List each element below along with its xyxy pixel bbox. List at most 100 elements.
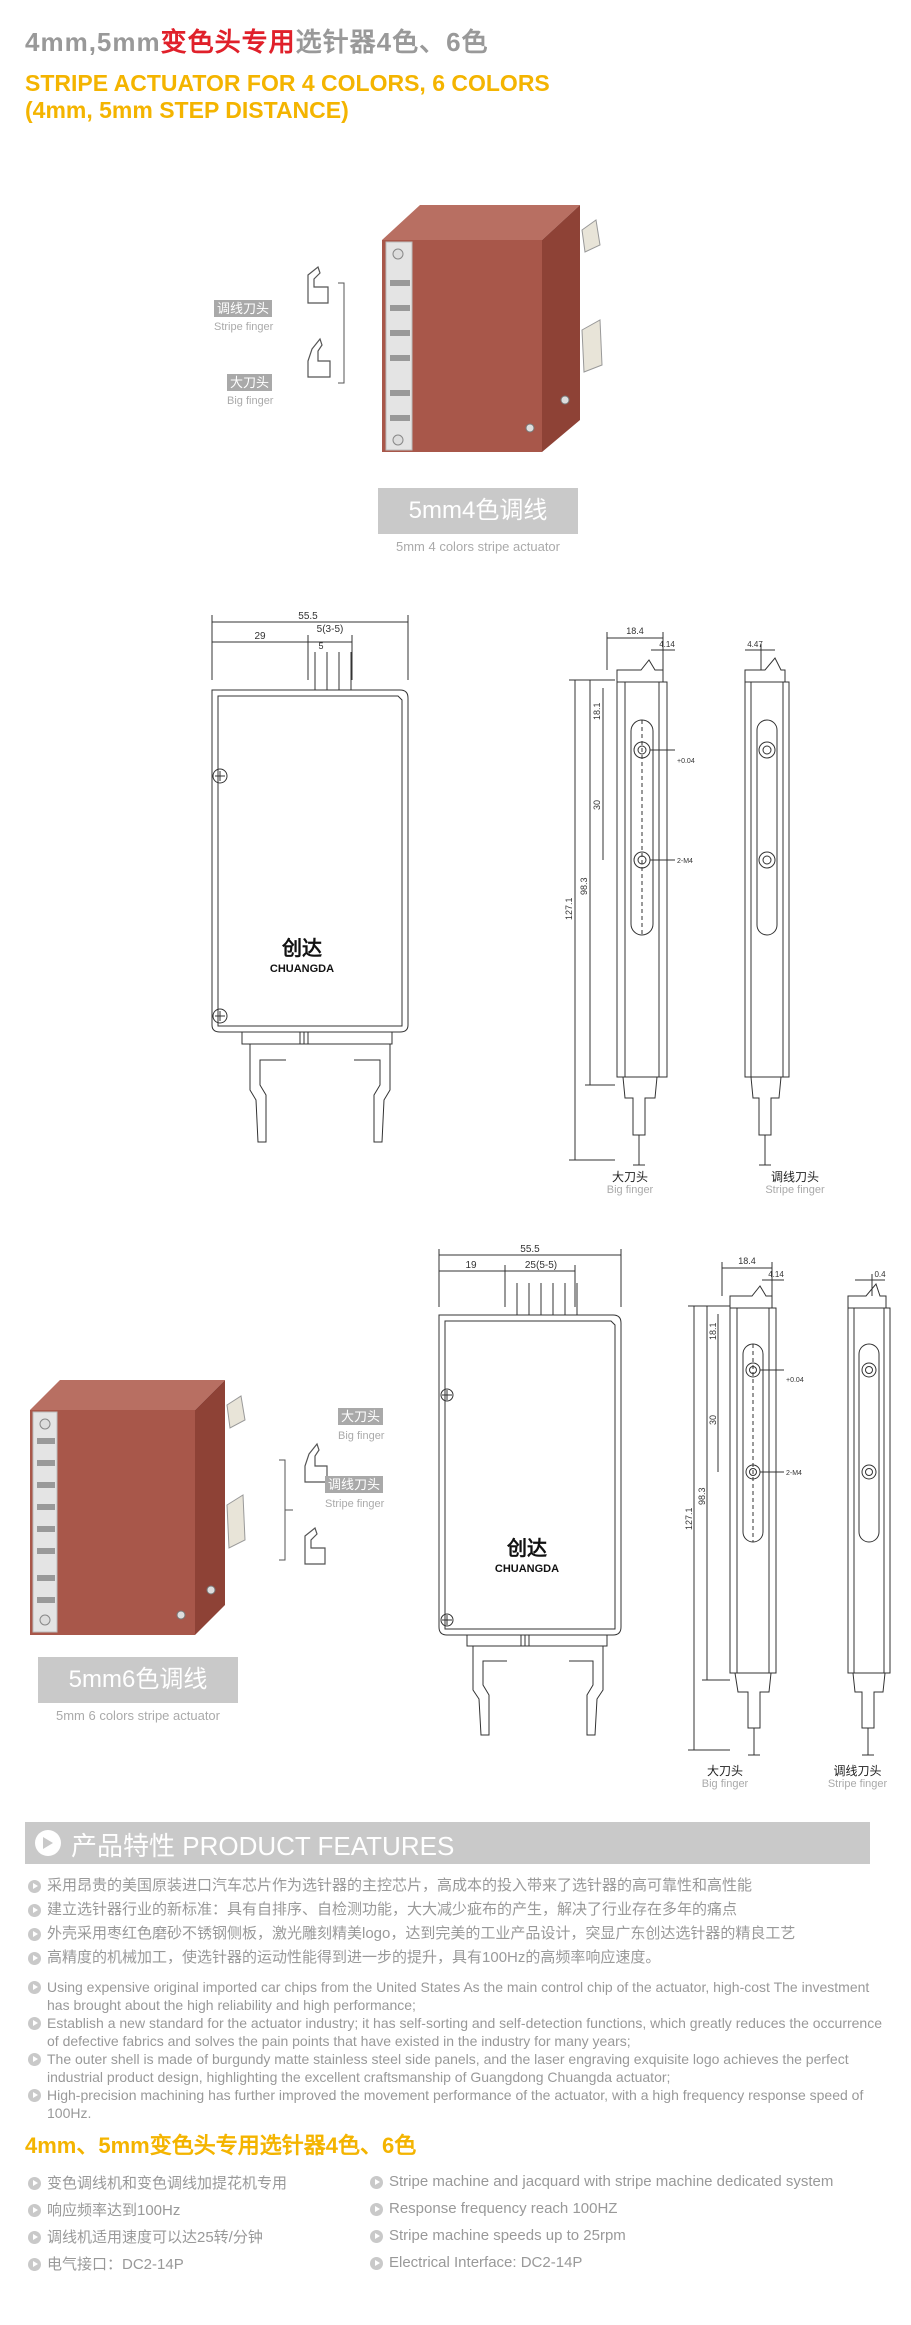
bullet-arrow-icon <box>28 2089 41 2102</box>
features-en-list: Using expensive original imported car ch… <box>25 1978 890 2122</box>
d2-side-right: 0.4 <box>874 1270 886 1279</box>
bullet-arrow-icon <box>370 2203 383 2216</box>
d1-logo-en: CHUANGDA <box>270 963 334 975</box>
drawing1-front: 55.5 29 5(3-5) 5 创达 CHUANGDA <box>211 611 409 1143</box>
feature-cn-item: 外壳采用枣红色磨砂不锈钢侧板，激光雕刻精美logo，达到完美的工业产品设计，突显… <box>25 1922 895 1946</box>
d1-side-c: 98.3 <box>579 877 589 895</box>
d1-side-tol2: 2-M4 <box>677 858 693 865</box>
title-suffix: 选针器4色、6色 <box>295 27 489 57</box>
d2-side-b: 30 <box>708 1415 718 1425</box>
spec-en-item: Electrical Interface: DC2-14P <box>367 2251 887 2274</box>
product1-caption-en: 5mm 4 colors stripe actuator <box>395 539 560 554</box>
d1-big-finger-cn: 大刀头 <box>611 1170 648 1184</box>
spec-cn-item: 响应频率达到100Hz <box>25 2197 365 2224</box>
d2-logo-cn: 创达 <box>506 1536 547 1560</box>
bullet-arrow-icon <box>28 1928 41 1941</box>
label-stripe-cn-1: 调线刀头 <box>214 300 273 317</box>
finger-icons-2 <box>279 1442 328 1565</box>
drawing1-side: 18.4 4.14 4.47 18.1 30 98.3 127.1 +0.04 … <box>564 626 790 1166</box>
label-big-en-2: Big finger <box>338 1430 385 1442</box>
d1-side-b: 30 <box>592 800 602 810</box>
label-stripe-cn-2: 调线刀头 <box>325 1476 384 1493</box>
product2-caption-en: 5mm 6 colors stripe actuator <box>55 1708 220 1723</box>
d2-logo-en: CHUANGDA <box>495 1563 559 1575</box>
d1-dim-pitch: 5(3-5) <box>317 624 344 635</box>
bullet-arrow-icon <box>28 1952 41 1965</box>
features-heading-bar: 产品特性 PRODUCT FEATURES <box>25 1822 870 1864</box>
drawing2-front: 55.5 19 25(5-5) 创达 CHUANGDA <box>438 1244 622 1736</box>
bullet-arrow-icon <box>28 2204 41 2217</box>
bullet-arrow-icon <box>370 2176 383 2189</box>
page-title: 4mm,5mm变色头专用选针器4色、6色 <box>25 22 489 59</box>
d1-side-right: 4.47 <box>747 640 763 649</box>
spec-en-item: Stripe machine and jacquard with stripe … <box>367 2170 887 2193</box>
d2-dim-total: 55.5 <box>520 1244 540 1255</box>
drawing2-side: 18.4 4.14 0.4 18.1 30 98.3 127.1 +0.04 2… <box>684 1256 891 1756</box>
product1-caption: 5mm4色调线 <box>378 488 578 534</box>
feature-en-item: High-precision machining has further imp… <box>25 2086 890 2122</box>
bullet-arrow-icon <box>28 2177 41 2190</box>
spec-en-item: Stripe machine speeds up to 25rpm <box>367 2224 887 2247</box>
spec-cn-item: 调线机适用速度可以达25转/分钟 <box>25 2224 365 2251</box>
feature-en-item: The outer shell is made of burgundy matt… <box>25 2050 890 2086</box>
d2-dim-pitch: 25(5-5) <box>525 1260 557 1271</box>
d1-side-small: 4.14 <box>659 640 675 649</box>
bullet-arrow-icon <box>28 2258 41 2271</box>
product1-image <box>382 205 603 452</box>
bullet-arrow-icon <box>28 1880 41 1893</box>
product2-image <box>30 1380 246 1635</box>
feature-cn-item: 采用昂贵的美国原装进口汽车芯片作为选针器的主控芯片，高成本的投入带来了选针器的高… <box>25 1874 895 1898</box>
spec-en-item: Response frequency reach 100HZ <box>367 2197 887 2220</box>
bullet-arrow-icon <box>28 2231 41 2244</box>
d1-side-tol1: +0.04 <box>677 758 695 765</box>
label-big-en-1: Big finger <box>227 395 274 407</box>
feature-cn-item: 高精度的机械加工，使选针器的运动性能得到进一步的提升，具有100Hz的高频率响应… <box>25 1946 895 1970</box>
features-cn-list: 采用昂贵的美国原装进口汽车芯片作为选针器的主控芯片，高成本的投入带来了选针器的高… <box>25 1874 895 1970</box>
title-en-line2: (4mm, 5mm STEP DISTANCE) <box>25 97 349 123</box>
bullet-arrow-icon <box>28 2053 41 2066</box>
features-heading: 产品特性 PRODUCT FEATURES <box>71 1831 455 1861</box>
label-stripe-en-2: Stripe finger <box>325 1498 385 1510</box>
bullet-arrow-icon <box>370 2257 383 2270</box>
feature-cn-item: 建立选针器行业的新标准：具有自排序、自检测功能，大大减少疵布的产生，解决了行业存… <box>25 1898 895 1922</box>
label-big-cn-2: 大刀头 <box>338 1408 384 1425</box>
d2-big-finger-en: Big finger <box>701 1778 749 1790</box>
d1-big-finger-en: Big finger <box>606 1184 654 1196</box>
d2-stripe-finger-en: Stripe finger <box>827 1778 888 1790</box>
d2-side-d: 127.1 <box>684 1507 694 1530</box>
d2-side-top: 18.4 <box>738 1256 756 1266</box>
d1-dim-pitch-small: 5 <box>318 641 323 651</box>
d2-stripe-finger-cn: 调线刀头 <box>833 1764 882 1778</box>
product2-caption: 5mm6色调线 <box>38 1657 238 1703</box>
d1-stripe-finger-cn: 调线刀头 <box>770 1170 819 1184</box>
spec-cn-item: 电气接口：DC2-14P <box>25 2251 365 2278</box>
d2-side-tol1: +0.04 <box>786 1377 804 1384</box>
finger-icons-1 <box>307 265 345 384</box>
d1-side-d: 127.1 <box>564 897 574 920</box>
bullet-arrow-icon <box>28 2017 41 2030</box>
feature-en-item: Establish a new standard for the actuato… <box>25 2014 890 2050</box>
title-highlight: 变色头专用 <box>160 27 296 57</box>
d2-dim-left: 19 <box>465 1260 477 1271</box>
d1-logo-cn: 创达 <box>281 936 322 960</box>
bullet-arrow-icon <box>28 1981 41 1994</box>
d1-dim-total: 55.5 <box>298 611 318 622</box>
specs-en-list: Stripe machine and jacquard with stripe … <box>367 2170 887 2278</box>
d2-big-finger-cn: 大刀头 <box>706 1764 743 1778</box>
d1-dim-left: 29 <box>254 631 266 642</box>
d2-side-small: 4.14 <box>768 1270 784 1279</box>
label-stripe-en-1: Stripe finger <box>214 321 274 333</box>
d1-side-a: 18.1 <box>592 702 602 720</box>
d2-side-c: 98.3 <box>697 1487 707 1505</box>
spec-cn-item: 变色调线机和变色调线加提花机专用 <box>25 2170 365 2197</box>
title-en-line1: STRIPE ACTUATOR FOR 4 COLORS, 6 COLORS <box>25 70 550 96</box>
bullet-arrow-icon <box>28 1904 41 1917</box>
arrow-circle-icon <box>35 1830 61 1856</box>
d2-side-a: 18.1 <box>708 1322 718 1340</box>
title-prefix: 4mm,5mm <box>25 27 161 57</box>
d1-side-top: 18.4 <box>626 626 644 636</box>
specs-title: 4mm、5mm变色头专用选针器4色、6色 <box>25 2133 417 2158</box>
label-big-cn-1: 大刀头 <box>227 374 273 391</box>
specs-cn-list: 变色调线机和变色调线加提花机专用 响应频率达到100Hz 调线机适用速度可以达2… <box>25 2170 365 2278</box>
feature-en-item: Using expensive original imported car ch… <box>25 1978 890 2014</box>
